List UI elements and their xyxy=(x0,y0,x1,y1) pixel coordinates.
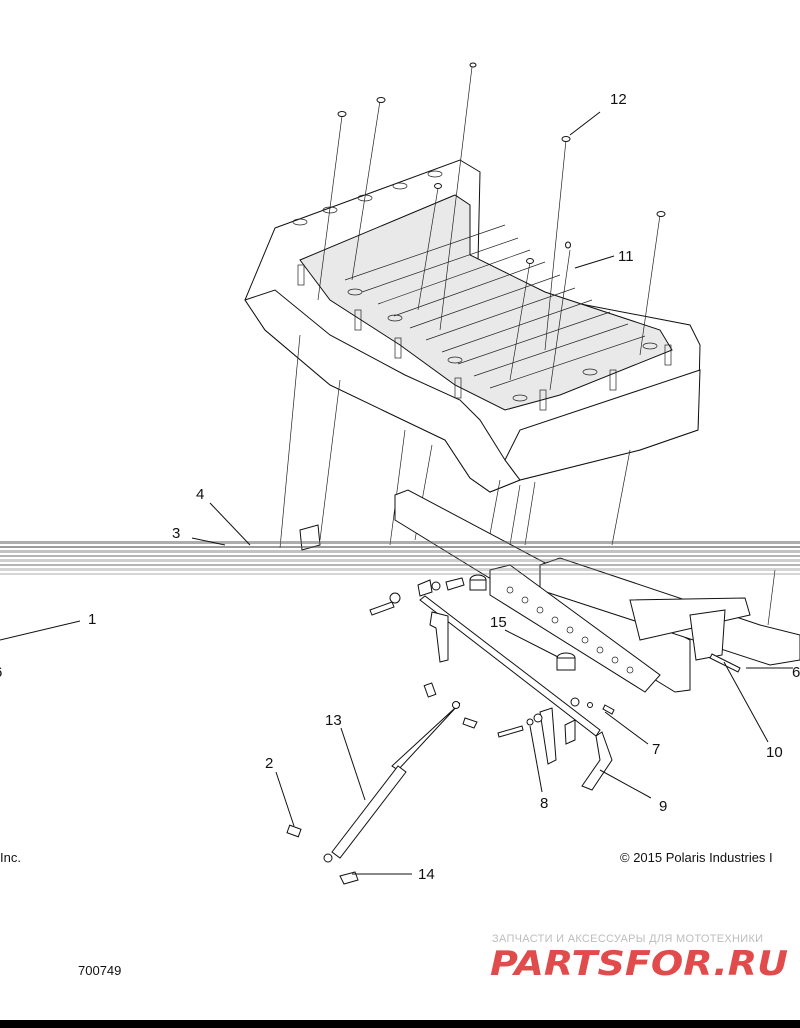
callout-1: 1 xyxy=(88,611,96,628)
callout-4: 4 xyxy=(196,486,204,503)
watermark-logo: PARTSFOR.RU xyxy=(490,944,788,984)
frame-rails xyxy=(299,489,800,693)
callout-6-right: 6 xyxy=(792,664,800,681)
callout-6-left: 6 xyxy=(0,664,2,681)
watermark: ЗАПЧАСТИ И АКСЕССУАРЫ ДЛЯ МОТОТЕХНИКИ PA… xyxy=(490,933,788,984)
callout-15: 15 xyxy=(490,614,507,631)
cargo-box xyxy=(244,159,701,493)
callout-14: 14 xyxy=(418,866,435,883)
callout-labels: 1 2 3 4 6 6 7 8 9 10 11 12 13 14 15 xyxy=(0,91,800,883)
copyright-left: Inc. xyxy=(0,850,21,865)
callout-7: 7 xyxy=(652,741,660,758)
callout-9: 9 xyxy=(659,798,667,815)
scan-noise-band xyxy=(0,541,800,575)
bottom-border xyxy=(0,1020,800,1028)
lower-hardware xyxy=(286,574,741,885)
callout-11: 11 xyxy=(618,248,634,265)
leader-lines xyxy=(0,111,793,875)
copyright-right: © 2015 Polaris Industries I xyxy=(620,850,773,865)
callout-13: 13 xyxy=(325,712,342,729)
callout-12: 12 xyxy=(610,91,627,108)
callout-10: 10 xyxy=(766,744,783,761)
watermark-tagline: ЗАПЧАСТИ И АКСЕССУАРЫ ДЛЯ МОТОТЕХНИКИ xyxy=(492,933,763,945)
callout-2: 2 xyxy=(265,755,273,772)
callout-8: 8 xyxy=(540,795,548,812)
callout-3: 3 xyxy=(172,525,180,542)
diagram-id: 700749 xyxy=(78,963,121,978)
